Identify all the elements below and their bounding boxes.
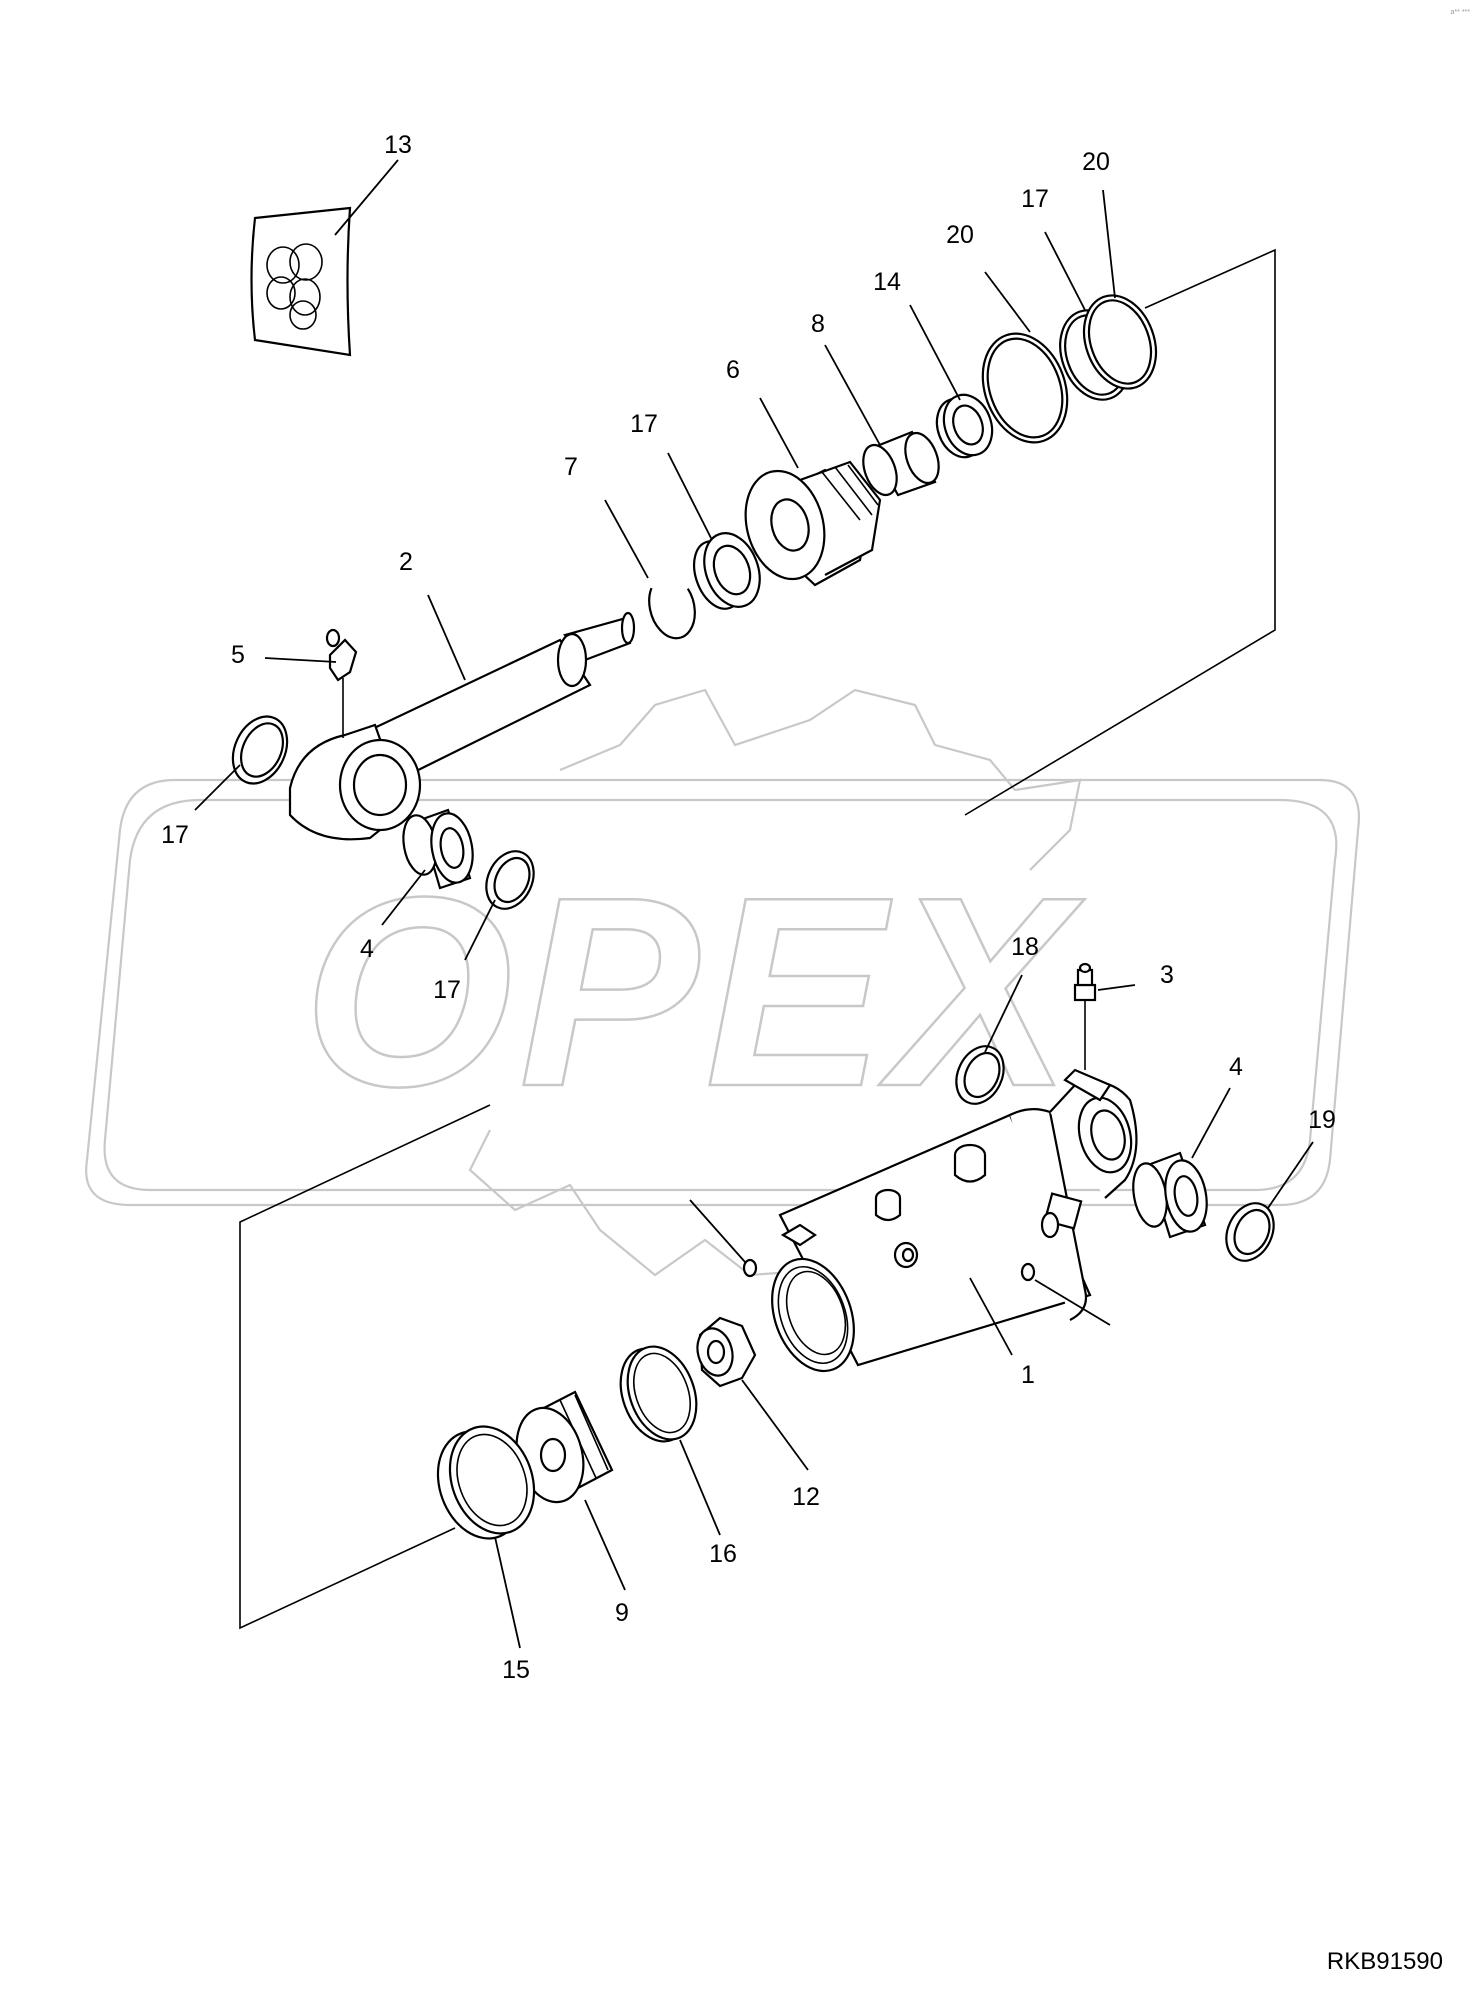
callout-12: 14 xyxy=(873,268,901,296)
watermark-text: OPEX xyxy=(303,842,1085,1143)
callout-17-c: 18 xyxy=(1011,933,1039,961)
callout-13: 15 xyxy=(502,1656,530,1684)
nut xyxy=(696,1316,757,1388)
grease-nipple-angled xyxy=(325,628,358,738)
callout-17-b: 17 xyxy=(433,976,461,1004)
callout-7: 7 xyxy=(564,453,578,481)
wear-ring xyxy=(619,1345,698,1443)
piston-seal xyxy=(436,1425,536,1540)
callout-16: 17 xyxy=(630,410,658,438)
seal-kit-bag xyxy=(250,206,352,357)
callout-4-a: 4 xyxy=(360,935,374,963)
gland xyxy=(744,460,882,587)
callout-4-b: 4 xyxy=(1229,1053,1243,1081)
piston-rod xyxy=(288,611,636,841)
callout-11: 13 xyxy=(384,131,412,159)
grease-nipple-straight xyxy=(1073,962,1097,1070)
callout-8: 8 xyxy=(811,310,825,338)
o-ring-19 xyxy=(1082,294,1158,390)
callout-6: 6 xyxy=(726,356,740,384)
callout-17-a: 17 xyxy=(161,821,189,849)
callout-3: 3 xyxy=(1160,961,1174,989)
piston xyxy=(515,1390,614,1504)
bushing-small xyxy=(862,430,940,497)
dust-seal-left xyxy=(231,715,289,785)
dust-seal-right-upper xyxy=(955,1045,1005,1105)
callout-9: 9 xyxy=(615,1599,629,1627)
callout-5: 5 xyxy=(231,641,245,669)
callout-2: 2 xyxy=(399,548,413,576)
dust-seal-mid xyxy=(485,850,535,910)
dust-seal-right-lower xyxy=(1225,1202,1275,1262)
plug-right xyxy=(1020,1262,1036,1282)
callout-19: 20 xyxy=(1082,148,1110,176)
drawing-code: RKB91590 xyxy=(1327,1948,1443,1975)
bushing-tube-end xyxy=(1132,1151,1208,1239)
callout-labels: 13 20 17 20 14 8 6 17 7 2 5 17 4 17 18 3… xyxy=(161,131,1336,1684)
corner-mark: a** *** xyxy=(1451,9,1471,16)
bushing-rod-end xyxy=(402,808,474,890)
plug-left xyxy=(742,1258,758,1278)
callout-17-d: 19 xyxy=(1308,1106,1336,1134)
callout-15: 17 xyxy=(1021,185,1049,213)
watermark-logo: OPEX xyxy=(85,688,1360,1277)
leader-lines xyxy=(194,159,1314,1649)
callout-18: 20 xyxy=(946,221,974,249)
o-ring-18 xyxy=(981,332,1069,444)
wiper xyxy=(693,532,761,610)
callout-10: 12 xyxy=(792,1483,820,1511)
snap-ring xyxy=(648,587,696,640)
assembly-guide-lines xyxy=(239,248,1276,1630)
callout-14: 16 xyxy=(709,1540,737,1568)
cylinder-tube xyxy=(771,1068,1138,1373)
callout-1: 1 xyxy=(1021,1361,1035,1389)
